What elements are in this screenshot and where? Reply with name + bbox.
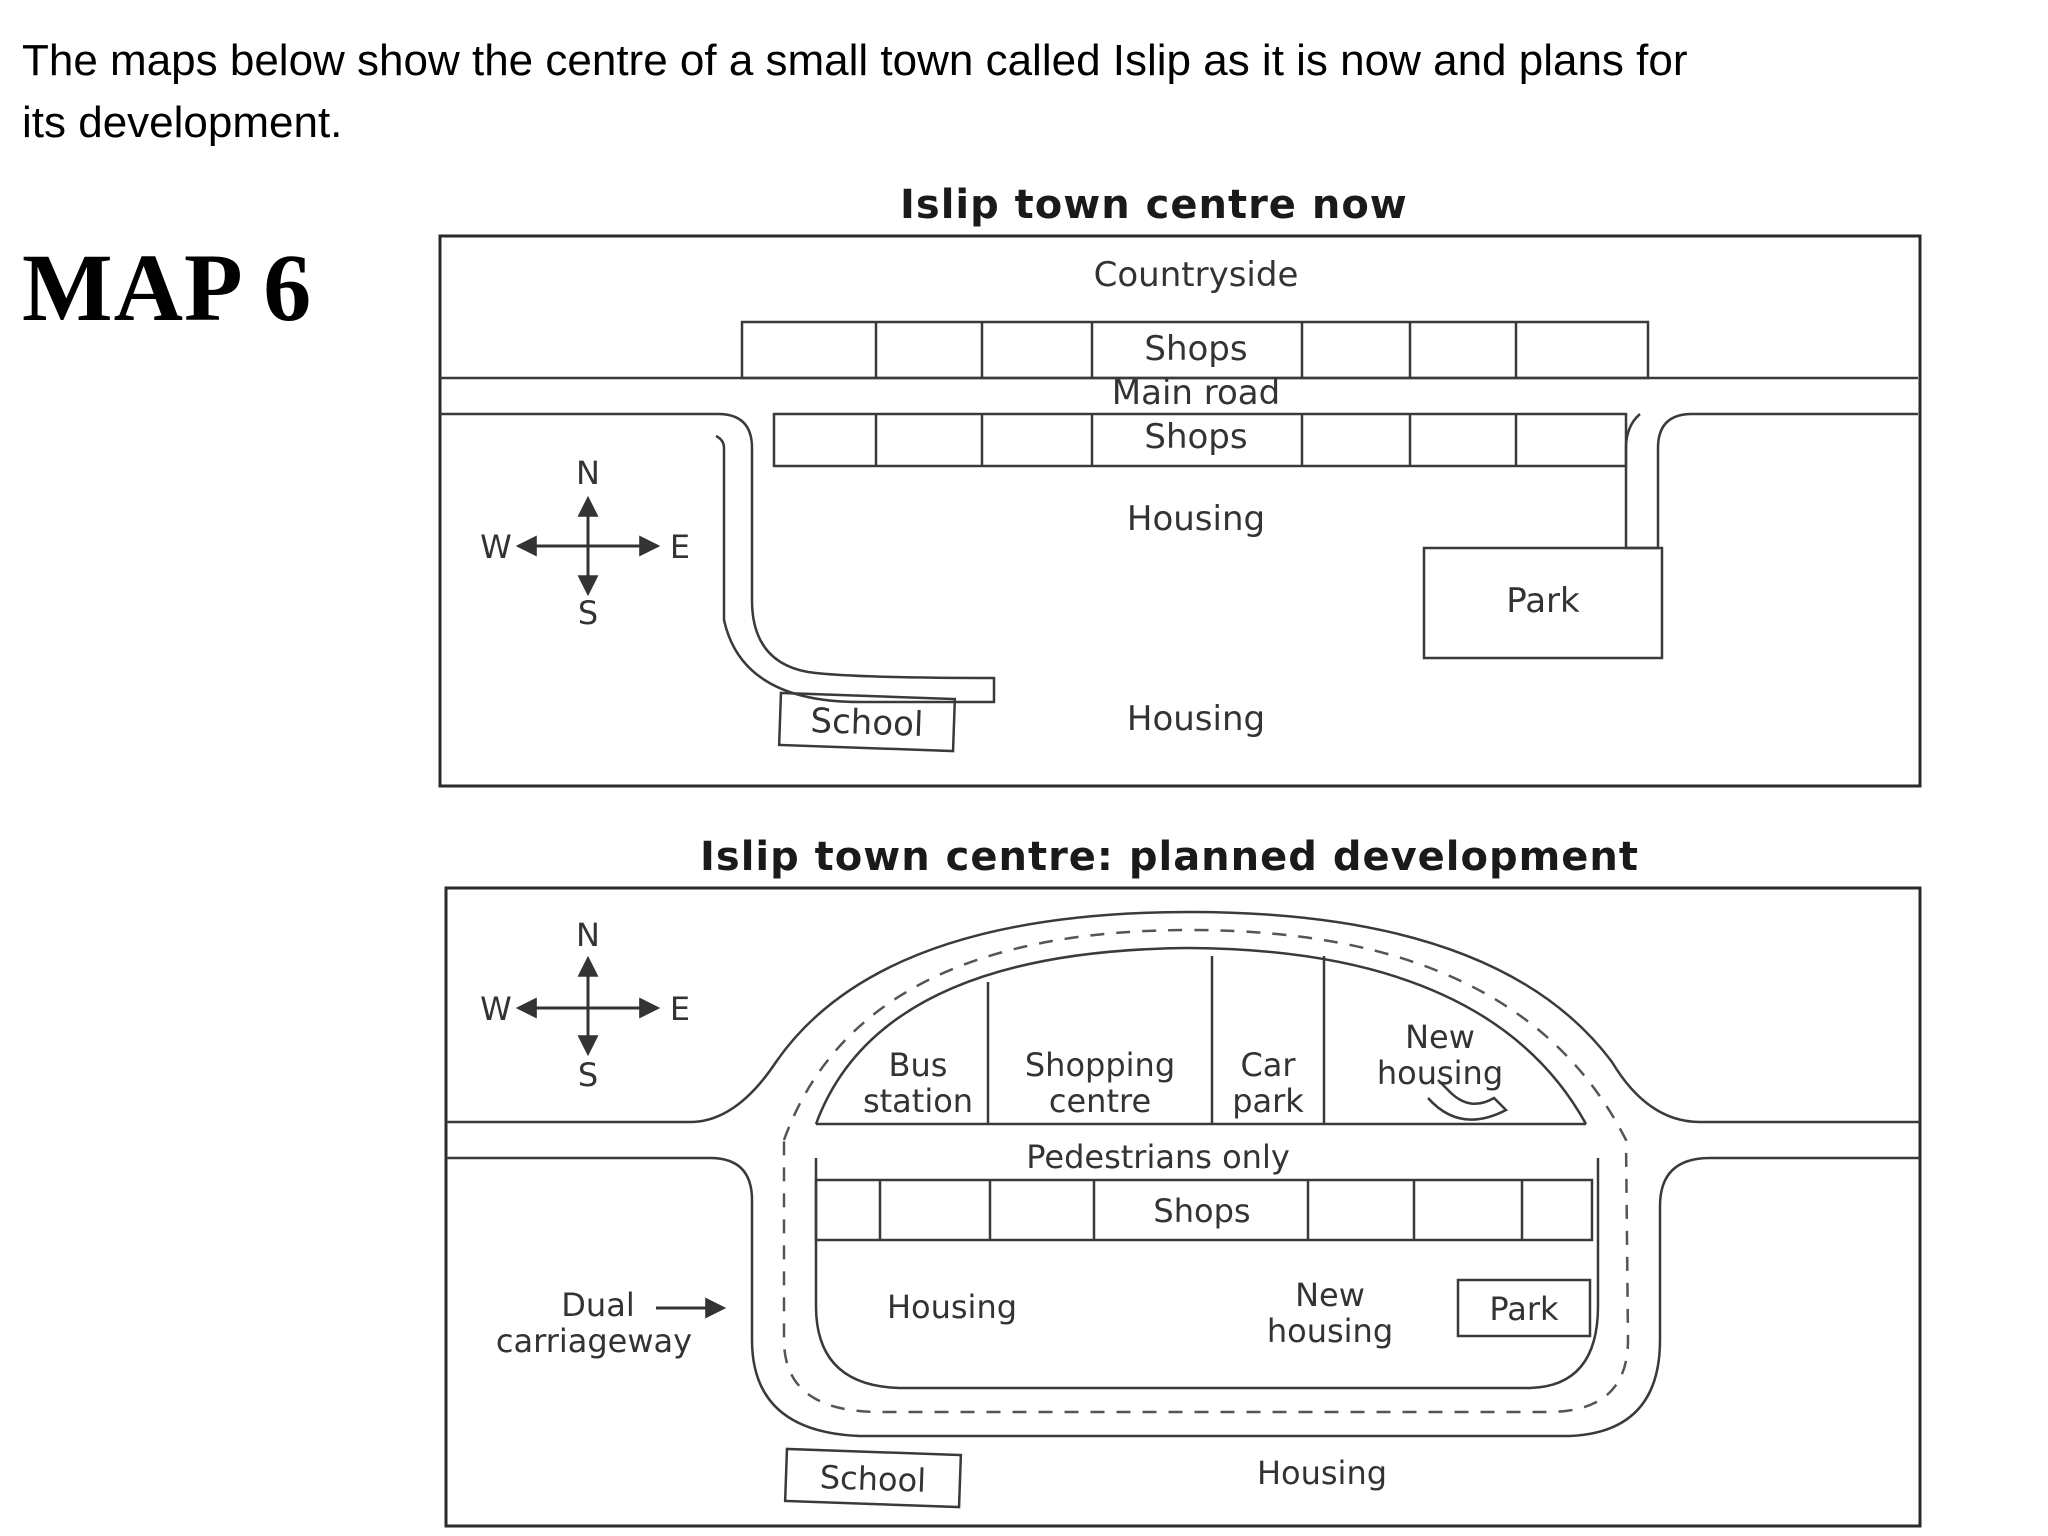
school-label: School xyxy=(810,701,924,745)
compass-now: N S W E xyxy=(480,454,690,632)
compass-e-plan: E xyxy=(670,990,690,1028)
map-plan: Bus station Shopping centre Car park New… xyxy=(444,886,1922,1528)
new-housing-south-label-1: New xyxy=(1295,1276,1365,1314)
compass-plan: N S W E xyxy=(480,916,690,1094)
shops-label: Shops xyxy=(1153,1192,1250,1230)
new-housing-south-label-2: housing xyxy=(1267,1312,1393,1350)
compass-s: S xyxy=(578,594,598,632)
school-box-planned xyxy=(783,1447,963,1509)
bus-station-label-2: station xyxy=(863,1082,973,1120)
compass-n-plan: N xyxy=(576,916,600,954)
intro-text: The maps below show the centre of a smal… xyxy=(22,30,1882,154)
inner-blocks xyxy=(814,956,1594,1242)
shops-row xyxy=(814,1178,1594,1242)
school-label-planned: School xyxy=(819,1458,926,1500)
park-label: Park xyxy=(1506,581,1580,621)
park-label-planned: Park xyxy=(1489,1290,1559,1328)
park-box-planned xyxy=(1456,1278,1592,1338)
intro-line-1: The maps below show the centre of a smal… xyxy=(22,36,1688,85)
compass-e: E xyxy=(670,528,690,566)
school-box xyxy=(777,691,957,753)
shopping-centre-label-2: centre xyxy=(1049,1082,1151,1120)
new-housing-north-label-1: New xyxy=(1405,1018,1475,1056)
main-road-label: Main road xyxy=(1112,373,1280,413)
shops-north-label: Shops xyxy=(1144,329,1247,369)
dual-carriageway-label-2: carriageway xyxy=(496,1322,692,1360)
ring-road xyxy=(446,910,1920,1438)
shopping-centre-label-1: Shopping xyxy=(1025,1046,1175,1084)
compass-w: W xyxy=(480,528,512,566)
shops-row-south xyxy=(772,412,1628,468)
countryside-label: Countryside xyxy=(1094,255,1299,295)
shops-row-north xyxy=(740,320,1650,380)
housing-centre-label: Housing xyxy=(1127,499,1265,539)
shops-south-label: Shops xyxy=(1144,417,1247,457)
pedestrians-only-label: Pedestrians only xyxy=(1026,1138,1290,1176)
bus-station-label-1: Bus xyxy=(889,1046,948,1084)
map-now-frame xyxy=(438,234,1922,788)
housing-south-label-planned: Housing xyxy=(1257,1454,1387,1492)
new-housing-north-label-2: housing xyxy=(1377,1054,1503,1092)
car-park-label-1: Car xyxy=(1240,1046,1296,1084)
map-plan-title: Islip town centre: planned development xyxy=(700,834,1640,880)
map-number-label: MAP 6 xyxy=(22,234,313,341)
car-park-label-2: park xyxy=(1232,1082,1304,1120)
compass-s-plan: S xyxy=(578,1056,598,1094)
map-now-title: Islip town centre now xyxy=(900,182,1408,228)
park-box xyxy=(1422,546,1664,660)
dual-carriageway-label-1: Dual xyxy=(561,1286,634,1324)
map-now: Countryside Shops Main road Shops Housin… xyxy=(438,234,1922,788)
map-plan-frame xyxy=(444,886,1922,1528)
housing-south-label: Housing xyxy=(1127,699,1265,739)
compass-w-plan: W xyxy=(480,990,512,1028)
housing-inner-label: Housing xyxy=(887,1288,1017,1326)
compass-n: N xyxy=(576,454,600,492)
intro-line-2: its development. xyxy=(22,98,343,147)
